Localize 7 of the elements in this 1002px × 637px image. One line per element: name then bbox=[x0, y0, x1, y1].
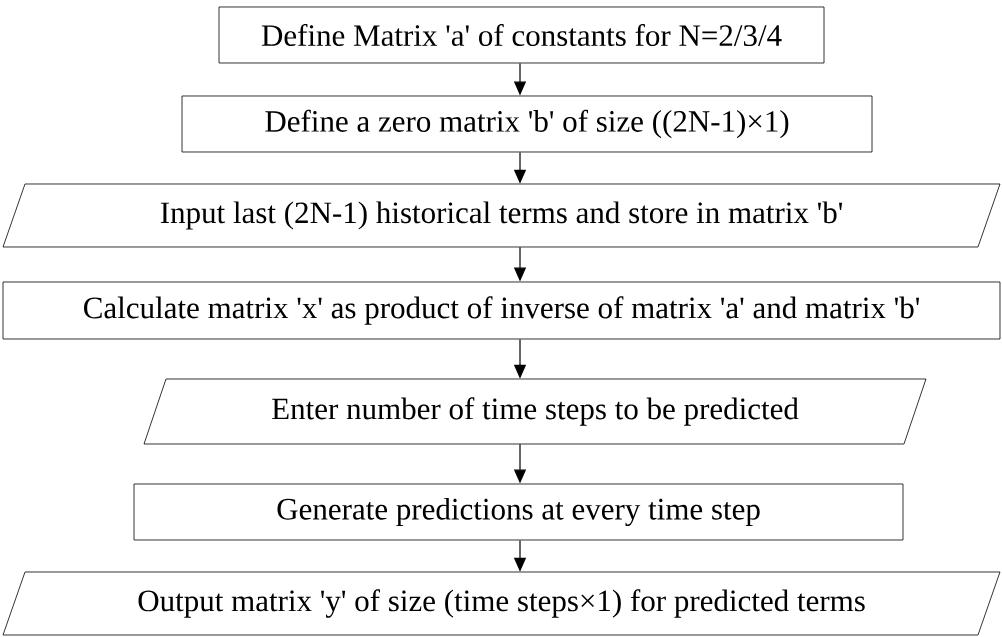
process-box: Generate predictions at every time step bbox=[133, 483, 904, 541]
input-output-parallelogram: Enter number of time steps to be predicted bbox=[143, 378, 927, 445]
process-box: Calculate matrix 'x' as product of inverse of matrix 'a' and matrix 'b' bbox=[2, 281, 1001, 340]
process-box: Define a zero matrix 'b' of size ((2N-1)×1) bbox=[181, 95, 873, 153]
input-output-parallelogram: Input last (2N-1) historical terms and store in matrix 'b' bbox=[2, 183, 1001, 248]
input-output-parallelogram: Output matrix 'y' of size (time steps×1) for predicted terms bbox=[2, 571, 1001, 636]
process-box: Define Matrix 'a' of constants for N=2/3/4 bbox=[218, 6, 825, 64]
